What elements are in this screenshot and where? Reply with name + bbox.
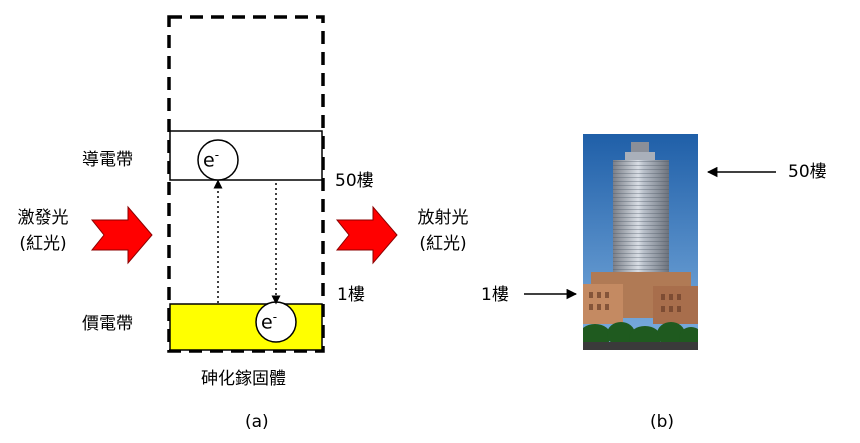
excitation-label-line2: (紅光) [19,234,67,254]
emission-label-line2: (紅光) [419,234,467,254]
conduction-band-label: 導電帶 [82,150,133,170]
excitation-light-label: 激發光 (紅光) [8,208,78,254]
material-label: 砷化鎵固體 [201,369,286,389]
electron-label-valence: e- [261,310,277,333]
emission-label-line1: 放射光 [417,208,469,228]
excitation-light-arrow [90,205,153,265]
electron-label-conduction: e- [203,148,219,171]
emission-light-arrow [335,205,398,265]
emission-light-label: 放射光 (紅光) [408,208,478,254]
valence-band-box [169,303,323,351]
caption-b: (b) [650,412,675,432]
solid-outline [167,15,325,353]
valence-band-label: 價電帶 [82,314,133,334]
floor-50-label-a: 50樓 [335,171,374,191]
floor-1-label-b: 1樓 [481,285,509,305]
floor-1-label-a: 1樓 [337,285,365,305]
electron-charge: - [214,148,220,162]
electron-symbol: e [261,311,273,334]
caption-a: (a) [245,412,269,432]
floor-50-label-b: 50樓 [788,162,827,182]
excitation-label-line1: 激發光 [17,208,69,228]
skyscraper-photo-icon [583,134,698,350]
electron-charge: - [272,310,278,324]
electron-symbol: e [203,149,215,172]
conduction-band-box [169,130,323,181]
